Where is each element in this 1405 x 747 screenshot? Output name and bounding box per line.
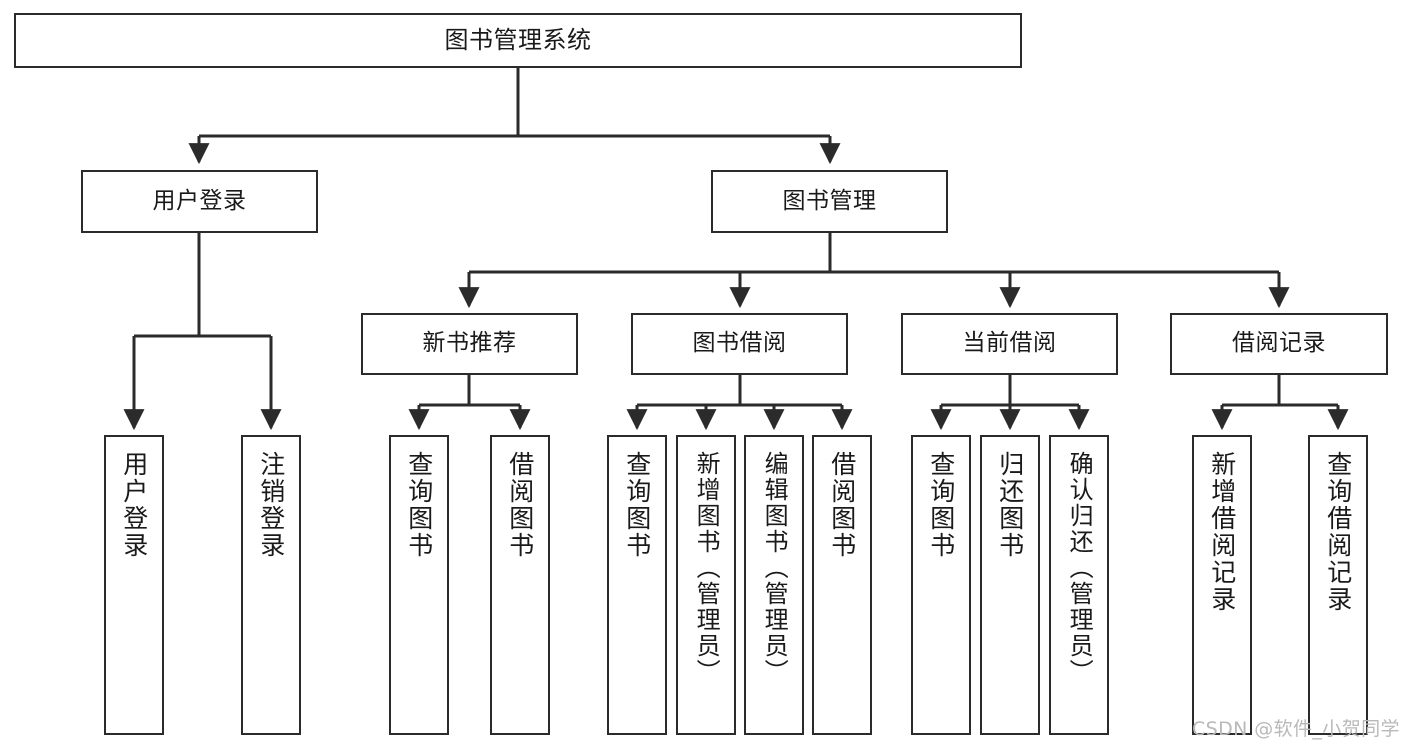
node-label: 查询借阅记录 [1323, 451, 1353, 613]
node-label: 编辑图书（管理员） [760, 451, 789, 685]
node-label: 借阅记录 [1232, 330, 1326, 357]
node-label: 确认归还（管理员） [1065, 451, 1094, 685]
leaf-query-book-current[interactable]: 查询图书 [911, 435, 971, 735]
leaf-return-book[interactable]: 归还图书 [980, 435, 1040, 735]
node-new-book-recommend[interactable]: 新书推荐 [361, 313, 578, 375]
node-label: 图书管理 [782, 187, 877, 214]
node-label: 新增借阅记录 [1207, 451, 1237, 613]
node-label: 用户登录 [119, 451, 149, 559]
node-label: 借阅图书 [827, 451, 857, 559]
leaf-query-book-borrow[interactable]: 查询图书 [607, 435, 667, 735]
node-current-borrow[interactable]: 当前借阅 [901, 313, 1118, 375]
node-label: 借阅图书 [505, 451, 535, 559]
node-root-system[interactable]: 图书管理系统 [14, 13, 1022, 68]
node-book-management[interactable]: 图书管理 [711, 170, 948, 233]
leaf-borrow-book[interactable]: 借阅图书 [812, 435, 872, 735]
leaf-add-book-admin[interactable]: 新增图书（管理员） [676, 435, 736, 735]
leaf-query-book-recommend[interactable]: 查询图书 [389, 435, 449, 735]
node-label: 图书管理系统 [444, 26, 592, 55]
leaf-borrow-book-recommend[interactable]: 借阅图书 [490, 435, 550, 735]
node-label: 新增图书（管理员） [692, 451, 721, 685]
leaf-add-borrow-record[interactable]: 新增借阅记录 [1192, 435, 1252, 735]
node-label: 查询图书 [404, 451, 434, 559]
leaf-query-borrow-record[interactable]: 查询借阅记录 [1308, 435, 1368, 735]
csdn-watermark: CSDN @软件_小贺同学 [1192, 718, 1400, 740]
node-label: 图书借阅 [692, 330, 787, 357]
node-borrow-record[interactable]: 借阅记录 [1170, 313, 1388, 375]
leaf-logout[interactable]: 注销登录 [241, 435, 301, 735]
node-book-borrow[interactable]: 图书借阅 [631, 313, 848, 375]
node-label: 归还图书 [995, 451, 1025, 559]
leaf-edit-book-admin[interactable]: 编辑图书（管理员） [744, 435, 804, 735]
leaf-confirm-return-admin[interactable]: 确认归还（管理员） [1049, 435, 1109, 735]
leaf-user-login[interactable]: 用户登录 [104, 435, 164, 735]
node-user-login[interactable]: 用户登录 [81, 170, 318, 233]
node-label: 用户登录 [152, 187, 247, 214]
node-label: 查询图书 [622, 451, 652, 559]
node-label: 查询图书 [926, 451, 956, 559]
node-label: 新书推荐 [422, 330, 517, 357]
node-label: 注销登录 [256, 451, 286, 559]
node-label: 当前借阅 [962, 330, 1057, 357]
